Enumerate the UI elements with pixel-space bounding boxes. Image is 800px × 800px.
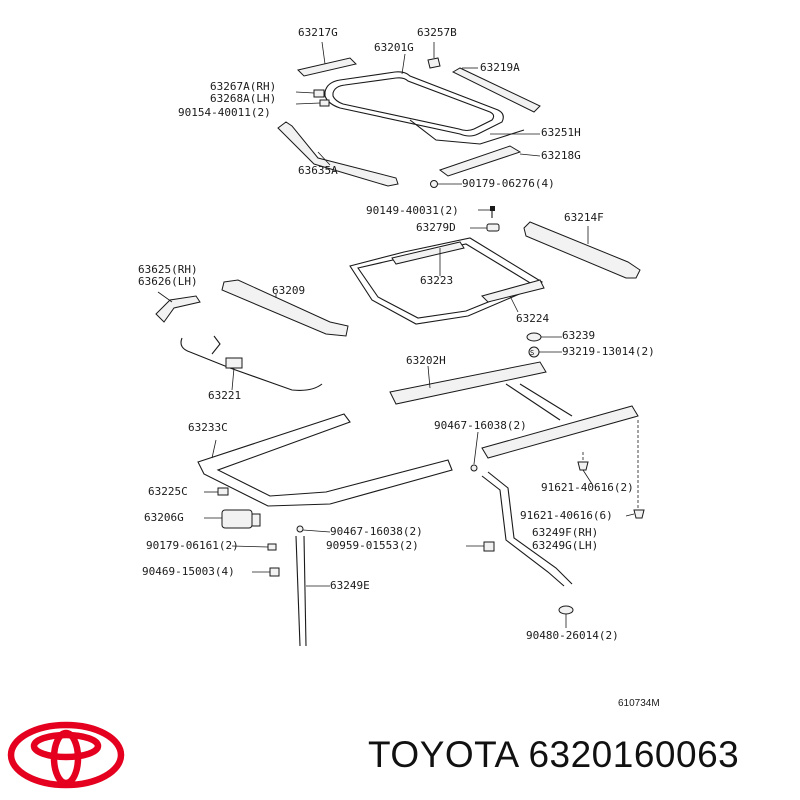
clip-part [427,42,441,69]
screws-set [231,525,331,577]
callout-label: 63249G(LH) [532,539,599,552]
callout-label: 90959-01553(2) [326,539,419,552]
callout-label: 63279D [416,221,456,234]
callout-label: 93219-13014(2) [562,345,655,358]
callout-label: 90154-40011(2) [178,106,271,119]
cushion-part [470,223,500,232]
retainer-clips [295,89,330,107]
callout-label: 90467-16038(2) [330,525,423,538]
nut-part: S [528,346,562,358]
callout-label: 63233C [188,421,228,434]
callout-label: 63257B [417,26,457,39]
screw-part [430,180,462,188]
callout-label: 63268A(LH) [210,92,277,105]
callout-label: 90480-26014(2) [526,629,619,642]
callout-label: 63221 [208,389,242,402]
callout-label: 63626(LH) [138,275,198,288]
wind-deflector-part [523,221,641,279]
callout-label: 63267A(RH) [210,80,277,93]
guide-rail-part [221,279,349,337]
molding-part [277,121,399,187]
deflector-strip-part [297,41,357,77]
callout-label: 63219A [480,61,520,74]
callout-label: 63214F [564,211,604,224]
callout-label: 63625(RH) [138,263,198,276]
callout-label: 63223 [420,274,454,287]
drain-hose-rh-part [470,431,573,587]
callout-label: 91621-40616(6) [520,509,613,522]
drain-clip-part [204,487,229,496]
callout-label: 63218G [541,149,581,162]
seal-part [409,119,540,145]
sunroof-frame-part [349,237,545,325]
callout-label: 63251H [541,126,581,139]
callout-label: 63217G [298,26,338,39]
sunroof-glass-part [324,53,504,137]
sunroof-motor-part [204,509,261,529]
callout-label: 63206G [144,511,184,524]
toyota-logo [7,721,125,789]
brand-part-number: TOYOTA 6320160063 [368,734,740,775]
drain-frame-part [197,413,453,507]
callout-label: 63224 [516,312,550,325]
callout-label: 63209 [272,284,306,297]
bolt-part [478,206,495,218]
callout-label: 63249F(RH) [532,526,599,539]
callout-label: 63635A [298,164,338,177]
callout-label: 90179-06276(4) [462,177,555,190]
callout-label: 63249E [330,579,370,592]
callout-label: 63202H [406,354,446,367]
callout-label: 90179-06161(2) [146,539,239,552]
callout-label: 90467-16038(2) [434,419,527,432]
deflector-part [438,145,541,177]
svg-text:S: S [530,349,534,357]
bracket-part [155,291,201,323]
grommets [577,420,645,519]
drive-cable-part [180,335,323,391]
weatherstrip-part [451,67,541,113]
drain-hose-part [295,535,330,647]
callout-label: 63239 [562,329,596,342]
callout-label: 63225C [148,485,188,498]
reference-code: 610734M [618,698,660,709]
callout-label: 90149-40031(2) [366,204,459,217]
callout-label: 63201G [374,41,414,54]
callout-label: 90469-15003(4) [142,565,235,578]
housing-part [389,361,639,459]
hose-clip-part [466,541,495,552]
stopper-part [526,332,562,342]
hose-grommet-part [558,605,574,628]
callout-label: 91621-40616(2) [541,481,634,494]
